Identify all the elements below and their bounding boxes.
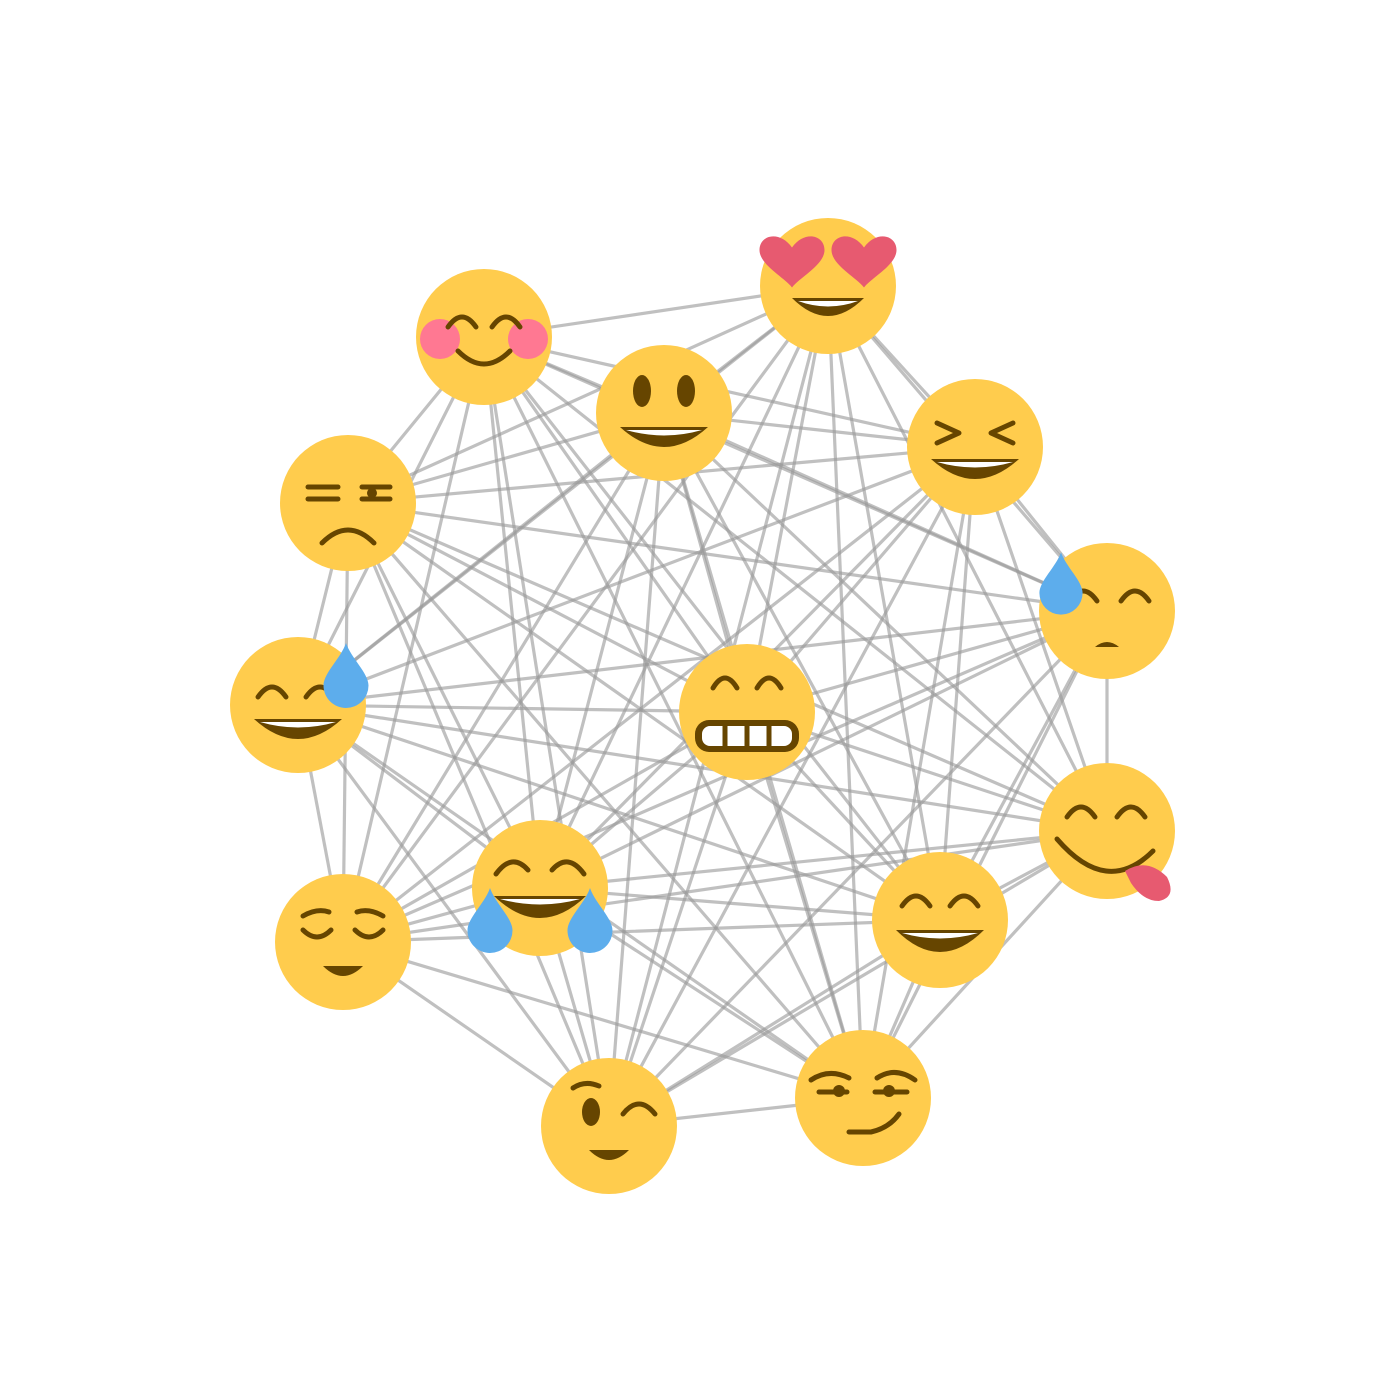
grinning-face-with-big-eyes-icon (596, 345, 732, 481)
edge-layer (296, 284, 1109, 1128)
edge-n1-n8 (482, 335, 1109, 833)
edge-n5-n9 (538, 609, 1109, 890)
edge-n2-n9 (538, 411, 666, 890)
face-with-tears-of-joy-icon (467, 820, 613, 956)
edge-n11-n13 (341, 940, 865, 1100)
edge-n4-n9 (346, 501, 542, 890)
edge-n0-n9 (538, 284, 830, 890)
grinning-face-with-smiling-eyes-icon (872, 852, 1008, 988)
edge-n3-n13 (861, 445, 977, 1100)
edge-n2-n12 (607, 411, 666, 1128)
edge-n2-n11 (341, 411, 666, 944)
edge-n1-n7 (482, 335, 749, 714)
edge-n2-n5 (662, 411, 1109, 613)
downcast-face-with-sweat-icon (1039, 543, 1175, 679)
edge-n4-n13 (346, 501, 865, 1100)
edge-n1-n3 (482, 335, 977, 449)
smirking-face-icon (795, 1030, 931, 1166)
edge-n1-n10 (482, 335, 942, 922)
smiling-face-with-smiling-eyes-icon (416, 269, 552, 405)
edge-n4-n12 (346, 501, 611, 1128)
edge-n1-n13 (482, 335, 865, 1100)
edge-n3-n11 (341, 445, 977, 944)
node-layer (230, 218, 1175, 1194)
grinning-squinting-face-icon (907, 379, 1043, 515)
edge-n3-n6 (296, 445, 977, 707)
edge-n5-n6 (296, 609, 1109, 707)
edge-n2-n10 (662, 411, 942, 922)
grinning-face-with-sweat-icon (230, 637, 369, 773)
edge-n4-n7 (346, 501, 749, 714)
edge-n3-n12 (607, 445, 977, 1128)
edge-n0-n7 (745, 284, 830, 714)
smiling-face-with-heart-eyes-icon (759, 218, 897, 354)
edge-n5-n13 (861, 609, 1109, 1100)
edge-n0-n13 (826, 284, 865, 1100)
grimacing-face-icon (679, 644, 815, 780)
face-savoring-food-icon (1039, 763, 1175, 901)
edge-n6-n12 (296, 703, 611, 1128)
winking-face-icon (541, 1058, 677, 1194)
edge-n0-n4 (346, 284, 830, 505)
edge-n6-n7 (296, 703, 749, 714)
edge-n4-n5 (346, 501, 1109, 613)
edge-n8-n12 (607, 829, 1109, 1128)
edge-n6-n8 (296, 703, 1109, 833)
edge-n1-n11 (341, 335, 486, 944)
edge-n10-n11 (341, 918, 942, 944)
relieved-face-icon (275, 874, 411, 1010)
edge-n6-n10 (296, 703, 942, 922)
unamused-face-icon (280, 435, 416, 571)
edge-n0-n10 (826, 284, 942, 922)
edge-n8-n9 (538, 829, 1109, 890)
edge-n7-n12 (607, 710, 749, 1128)
